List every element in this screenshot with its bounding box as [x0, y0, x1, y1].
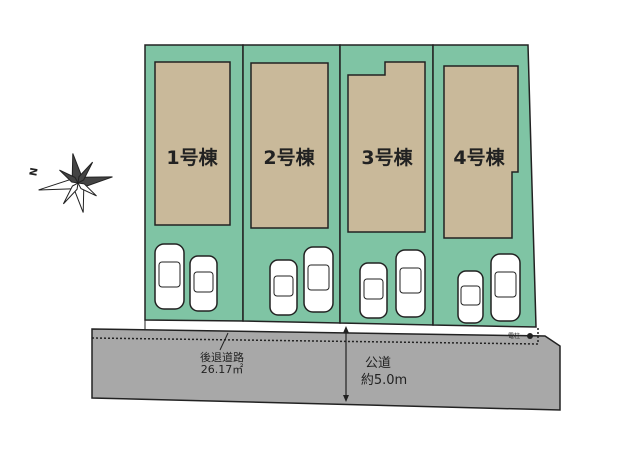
utility-pole-icon — [527, 333, 533, 339]
lot-2-label: 2号棟 — [263, 146, 315, 169]
setback-road-label: 後退道路 — [200, 350, 244, 364]
building-3 — [347, 61, 426, 233]
compass-rose-icon — [38, 153, 113, 213]
building-2 — [250, 62, 329, 229]
public-road-label: 公道 — [365, 356, 391, 371]
parking-cars — [154, 243, 521, 324]
setback-area: 26.17㎡ — [201, 363, 244, 376]
pole-label: 電柱 — [508, 332, 520, 340]
building-4 — [443, 65, 519, 239]
public-road-width: 約5.0m — [361, 373, 407, 388]
public-road — [91, 328, 561, 411]
lot-3-label: 3号棟 — [361, 146, 413, 169]
lot-1-label: 1号棟 — [166, 146, 218, 169]
lot-4-label: 4号棟 — [453, 146, 505, 169]
north-label: N — [28, 167, 40, 177]
building-1 — [154, 61, 231, 226]
setback-line — [91, 326, 539, 345]
